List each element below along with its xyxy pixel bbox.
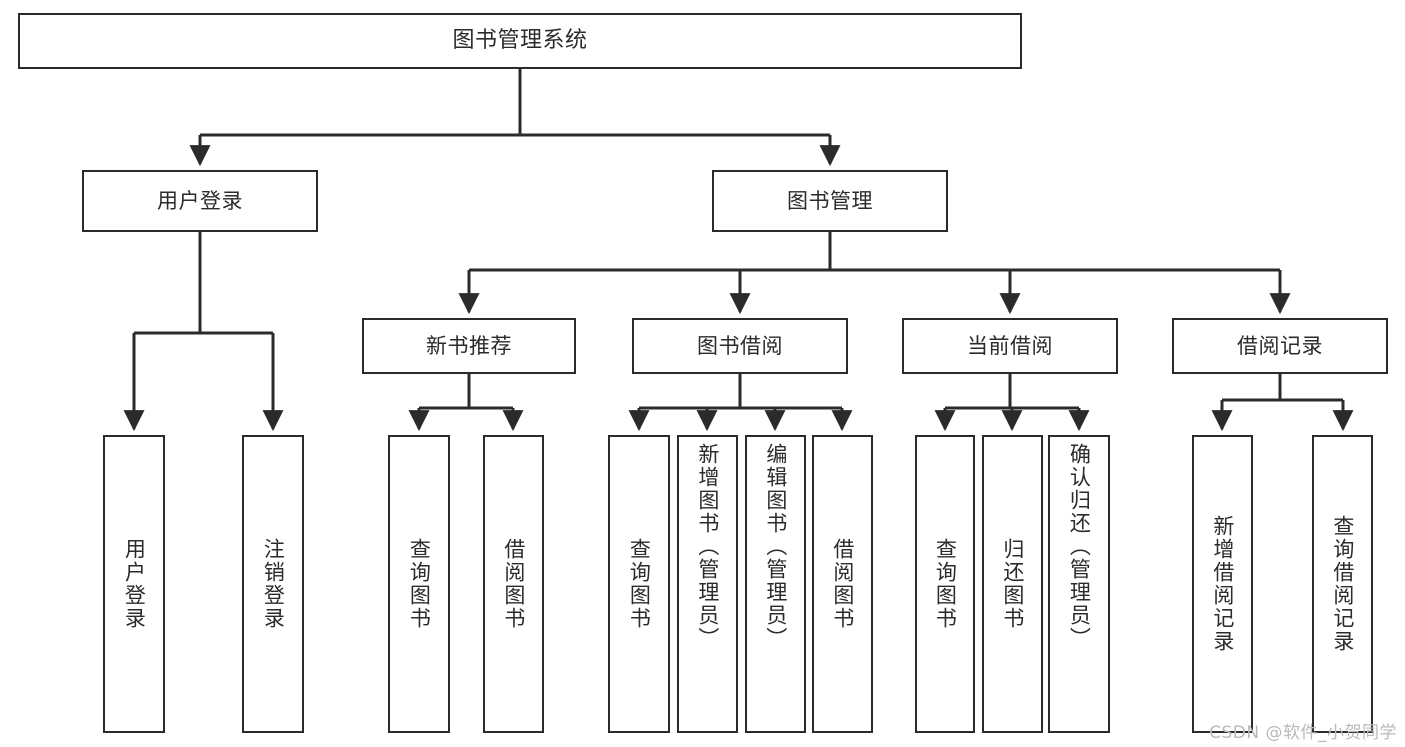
- node-current-borrow[interactable]: 当前借阅: [902, 318, 1118, 374]
- node-leaf-return-book-label: 归还图书: [1000, 538, 1025, 630]
- node-leaf-query-record-label: 查询借阅记录: [1330, 515, 1355, 653]
- node-leaf-borrow-book-2-label: 借阅图书: [830, 538, 855, 630]
- node-leaf-add-record-label: 新增借阅记录: [1210, 515, 1235, 653]
- node-leaf-confirm-return-label: 确认归还（管理员）: [1067, 443, 1092, 650]
- node-leaf-edit-book[interactable]: 编辑图书（管理员）: [745, 435, 806, 733]
- node-leaf-return-book[interactable]: 归还图书: [982, 435, 1043, 733]
- node-leaf-query-book-3[interactable]: 查询图书: [915, 435, 975, 733]
- node-leaf-user-login-label: 用户登录: [122, 538, 147, 630]
- node-book-borrow-label: 图书借阅: [697, 333, 783, 358]
- node-leaf-query-book-1-label: 查询图书: [407, 538, 432, 630]
- node-leaf-query-book-3-label: 查询图书: [933, 538, 958, 630]
- node-current-borrow-label: 当前借阅: [967, 333, 1053, 358]
- node-user-login[interactable]: 用户登录: [82, 170, 318, 232]
- node-new-book-rec-label: 新书推荐: [426, 333, 512, 358]
- node-leaf-borrow-book-1-label: 借阅图书: [501, 538, 526, 630]
- node-book-manage[interactable]: 图书管理: [712, 170, 948, 232]
- node-book-manage-label: 图书管理: [787, 188, 873, 213]
- node-leaf-borrow-book-1[interactable]: 借阅图书: [483, 435, 544, 733]
- node-leaf-query-record[interactable]: 查询借阅记录: [1312, 435, 1373, 733]
- node-leaf-query-book-1[interactable]: 查询图书: [388, 435, 450, 733]
- node-new-book-rec[interactable]: 新书推荐: [362, 318, 576, 374]
- node-leaf-query-book-2[interactable]: 查询图书: [608, 435, 670, 733]
- node-user-login-label: 用户登录: [157, 188, 243, 213]
- watermark-text: CSDN @软件_小贺同学: [1209, 723, 1397, 743]
- node-leaf-add-book[interactable]: 新增图书（管理员）: [677, 435, 738, 733]
- node-leaf-confirm-return[interactable]: 确认归还（管理员）: [1048, 435, 1110, 733]
- node-borrow-record-label: 借阅记录: [1237, 333, 1323, 358]
- node-leaf-add-record[interactable]: 新增借阅记录: [1192, 435, 1253, 733]
- node-borrow-record[interactable]: 借阅记录: [1172, 318, 1388, 374]
- node-leaf-edit-book-label: 编辑图书（管理员）: [763, 443, 788, 650]
- node-leaf-user-login[interactable]: 用户登录: [103, 435, 165, 733]
- node-root-label: 图书管理系统: [452, 28, 588, 54]
- node-leaf-user-logout[interactable]: 注销登录: [242, 435, 304, 733]
- node-leaf-query-book-2-label: 查询图书: [627, 538, 652, 630]
- node-root[interactable]: 图书管理系统: [18, 13, 1022, 69]
- node-leaf-add-book-label: 新增图书（管理员）: [695, 443, 720, 650]
- node-leaf-borrow-book-2[interactable]: 借阅图书: [812, 435, 873, 733]
- node-book-borrow[interactable]: 图书借阅: [632, 318, 848, 374]
- node-leaf-user-logout-label: 注销登录: [261, 538, 286, 630]
